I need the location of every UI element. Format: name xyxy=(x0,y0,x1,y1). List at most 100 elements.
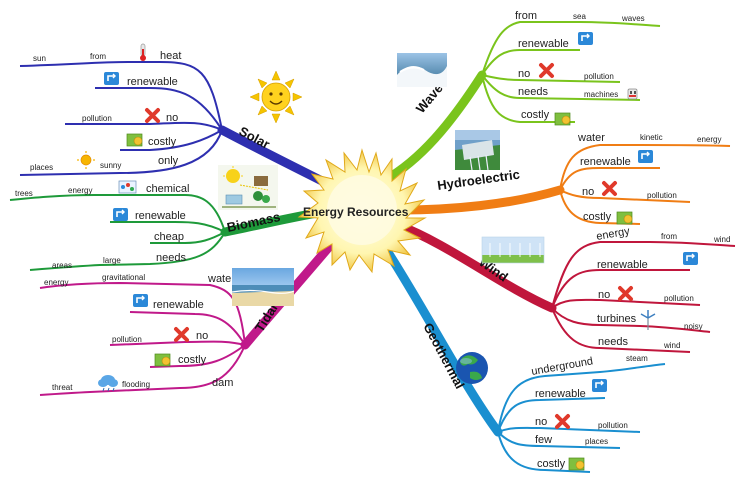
geothermal-branch xyxy=(375,235,503,437)
windfarm-photo xyxy=(481,236,545,264)
wave-costly: costly xyxy=(521,109,550,121)
biomass-title: Biomass xyxy=(226,209,282,235)
solar-sun: sun xyxy=(33,54,46,63)
tidal-renewable: renewable xyxy=(153,299,204,311)
wind-no: no xyxy=(598,289,610,301)
red-x-icon xyxy=(539,63,554,78)
solar-heat: heat xyxy=(160,50,181,62)
geo-renewable: renewable xyxy=(535,388,586,400)
dam-photo xyxy=(455,130,500,171)
tidal-no: no xyxy=(196,330,208,342)
tidal-pollution: pollution xyxy=(112,335,142,344)
hydro-costly: costly xyxy=(583,211,612,223)
wave-waves: waves xyxy=(621,14,645,23)
solar-from: from xyxy=(90,52,106,61)
wind-wind: wind xyxy=(713,235,730,244)
biomass-chemical: chemical xyxy=(146,183,189,195)
wind-branch xyxy=(393,220,557,313)
recycle-icon xyxy=(133,294,148,307)
wave-sea: sea xyxy=(573,12,586,21)
wave-renewable: renewable xyxy=(518,38,569,50)
biomass-large: large xyxy=(103,256,121,265)
wind-energy: energy xyxy=(595,225,631,243)
red-x-icon xyxy=(618,286,633,301)
red-x-icon xyxy=(174,327,189,342)
smiling-sun-icon xyxy=(249,70,303,124)
hydro-water: water xyxy=(577,132,605,144)
money-icon xyxy=(616,211,633,225)
solar-pollution: pollution xyxy=(82,114,112,123)
sun-icon xyxy=(77,151,95,169)
tidal-costly: costly xyxy=(178,354,207,366)
wind-turbines: turbines xyxy=(597,313,637,325)
solar-sunny: sunny xyxy=(100,161,121,170)
solar-only: only xyxy=(158,155,179,167)
tidal-energy: energy xyxy=(44,278,68,287)
globe-icon xyxy=(456,352,488,384)
wave-no: no xyxy=(518,68,530,80)
recycle-icon xyxy=(683,252,698,265)
money-icon xyxy=(126,133,143,147)
hydro-branch xyxy=(395,185,565,215)
wave-pollution: pollution xyxy=(584,72,614,81)
solar-costly: costly xyxy=(148,136,177,148)
wind-pollution: pollution xyxy=(664,294,694,303)
biomass-areas: areas xyxy=(52,261,72,270)
geo-steam: steam xyxy=(626,354,648,363)
thermometer-icon xyxy=(140,43,146,61)
wind-noisy: noisy xyxy=(684,322,703,331)
wind-renewable: renewable xyxy=(597,259,648,271)
geo-title: Geothermal xyxy=(420,320,467,391)
biomass-illustration xyxy=(218,165,278,210)
geo-few: few xyxy=(535,434,552,446)
central-title: Energy Resources xyxy=(303,205,409,219)
turbine-icon xyxy=(640,310,656,330)
biomass-trees: trees xyxy=(15,189,33,198)
plug-icon xyxy=(627,88,638,100)
central-sun xyxy=(297,148,427,274)
solar-places: places xyxy=(30,163,53,172)
biomass-energy: energy xyxy=(68,186,92,195)
tidal-water: water xyxy=(207,273,235,285)
money-icon xyxy=(154,353,171,367)
red-x-icon xyxy=(555,414,570,429)
wave-photo xyxy=(397,53,447,87)
solar-renewable: renewable xyxy=(127,76,178,88)
wind-from: from xyxy=(661,232,677,241)
geo-costly: costly xyxy=(537,458,566,470)
tidal-gravitational: gravitational xyxy=(102,273,145,282)
geo-no: no xyxy=(535,416,547,428)
biomass-needs: needs xyxy=(156,252,186,264)
geo-pollution: pollution xyxy=(598,421,628,430)
wave-branch xyxy=(380,70,487,185)
biomass-renewable: renewable xyxy=(135,210,186,222)
tidal-dam: dam xyxy=(212,377,233,389)
wind-needs: needs xyxy=(598,336,628,348)
recycle-icon xyxy=(592,379,607,392)
recycle-icon xyxy=(638,150,653,163)
cloud-icon xyxy=(98,375,118,392)
wind-needs-wind: wind xyxy=(663,341,680,350)
money-icon xyxy=(568,457,585,471)
wave-from: from xyxy=(515,10,537,22)
solar-no: no xyxy=(166,112,178,124)
recycle-icon xyxy=(104,72,119,85)
money-icon xyxy=(554,112,571,126)
tidal-flooding: flooding xyxy=(122,380,150,389)
wave-needs: needs xyxy=(518,86,548,98)
tidal-threat: threat xyxy=(52,383,73,392)
molecule-icon xyxy=(118,180,137,194)
hydro-title: Hydroelectric xyxy=(436,167,520,193)
red-x-icon xyxy=(602,181,617,196)
recycle-icon xyxy=(578,32,593,45)
beach-photo xyxy=(231,268,295,306)
biomass-cheap: cheap xyxy=(154,231,184,243)
hydro-kinetic: kinetic xyxy=(640,133,663,142)
hydro-renewable: renewable xyxy=(580,156,631,168)
red-x-icon xyxy=(145,108,160,123)
recycle-icon xyxy=(113,208,128,221)
hydro-pollution: pollution xyxy=(647,191,677,200)
geo-places: places xyxy=(585,437,608,446)
hydro-no: no xyxy=(582,186,594,198)
